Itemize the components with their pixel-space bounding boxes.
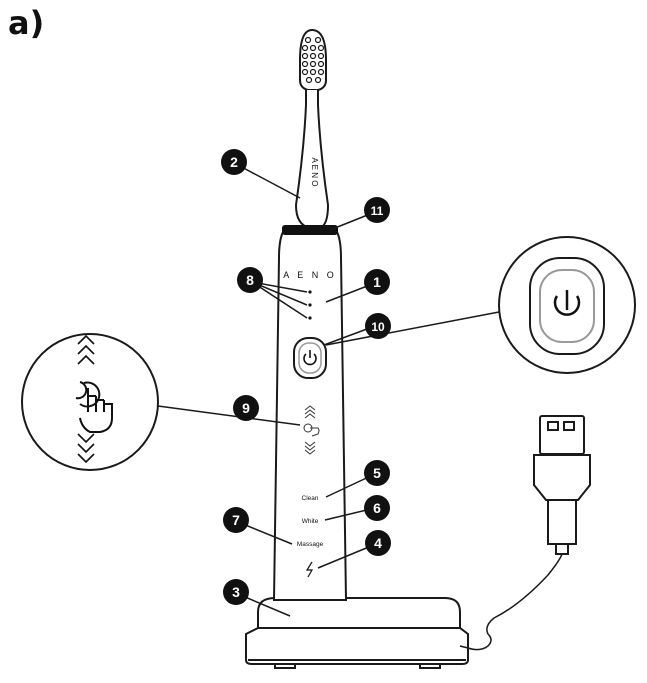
svg-text:11: 11: [371, 204, 384, 218]
svg-text:7: 7: [232, 512, 240, 528]
callout-1: 1: [364, 269, 390, 295]
callout-11: 11: [364, 197, 390, 223]
touch-icon: [303, 423, 320, 437]
svg-text:1: 1: [373, 274, 381, 290]
svg-text:4: 4: [374, 535, 382, 551]
svg-text:3: 3: [232, 584, 240, 600]
touch-zoom-circle: [21, 333, 159, 471]
power-icon-large: [553, 290, 581, 316]
svg-text:10: 10: [371, 320, 385, 334]
callout-3: 3: [223, 579, 249, 605]
callout-7: 7: [223, 507, 249, 533]
charge-icon: [305, 561, 314, 578]
svg-text:9: 9: [242, 400, 250, 416]
mode-label-massage: Massage: [297, 541, 324, 548]
callout-10: 10: [365, 313, 391, 339]
power-button[interactable]: [293, 337, 327, 379]
callout-4: 4: [365, 530, 391, 556]
callout-6: 6: [364, 495, 390, 521]
power-icon: [303, 350, 317, 366]
toothbrush-handle: [272, 231, 348, 601]
power-zoom-circle: [498, 236, 636, 374]
battery-indicator-lights: [308, 290, 312, 320]
svg-text:8: 8: [246, 272, 254, 288]
callout-9: 9: [233, 395, 259, 421]
callout-badges: 2 11 8 1 10 9 5 6 7 4 3: [221, 149, 391, 605]
svg-text:5: 5: [373, 465, 381, 481]
mode-label-clean: Clean: [302, 495, 319, 502]
callout-5: 5: [364, 460, 390, 486]
touch-swipe-icon: [75, 381, 113, 433]
brush-head: [282, 28, 338, 235]
figure-label: a): [8, 4, 45, 42]
mode-label-white: White: [302, 518, 319, 525]
handle-brand: A E N O: [283, 270, 337, 280]
brush-head-brand: A E N O: [310, 158, 319, 187]
touch-swipe-zone[interactable]: [303, 405, 320, 455]
callout-2: 2: [221, 149, 247, 175]
usb-plug-icon: [533, 415, 591, 555]
charging-base: [245, 597, 469, 669]
svg-text:6: 6: [373, 500, 381, 516]
svg-text:2: 2: [230, 154, 238, 170]
usb-cable: [459, 553, 563, 651]
callout-8: 8: [237, 267, 263, 293]
